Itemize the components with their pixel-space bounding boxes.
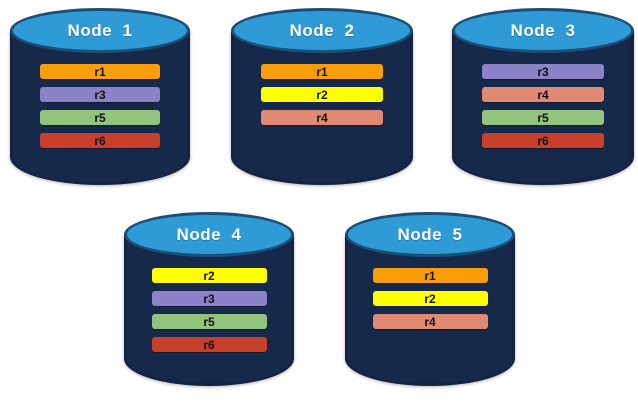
replica-bar-r6[interactable]: r6	[482, 133, 604, 148]
replica-label: r5	[94, 110, 106, 125]
replica-label: r5	[537, 110, 549, 125]
replica-bar-r2[interactable]: r2	[151, 268, 267, 283]
node-3-top-disc: Node 3	[452, 8, 634, 53]
node-4-replica-list: r2 r3 r5 r6	[124, 268, 294, 352]
node-5-replica-list: r1 r2 r4	[345, 268, 515, 329]
replica-label: r6	[203, 337, 215, 352]
replica-label: r4	[424, 314, 436, 329]
node-3-body	[452, 30, 634, 185]
replica-label: r3	[537, 64, 549, 79]
replica-bar-r2[interactable]: r2	[261, 87, 383, 102]
node-2-title: Node 2	[289, 20, 355, 40]
replica-label: r5	[203, 314, 215, 329]
replica-label: r6	[94, 133, 106, 148]
replica-label: r2	[424, 291, 436, 306]
replica-bar-r1[interactable]: r1	[40, 64, 160, 79]
node-5-body	[345, 234, 515, 386]
node-4-title: Node 4	[176, 224, 242, 244]
node-5-top-disc: Node 5	[345, 212, 515, 257]
replica-bar-r4[interactable]: r4	[482, 87, 604, 102]
node-4-top-disc: Node 4	[124, 212, 294, 257]
replica-bar-r6[interactable]: r6	[40, 133, 160, 148]
node-2-top-disc: Node 2	[231, 8, 413, 53]
replica-bar-r5[interactable]: r5	[151, 314, 267, 329]
replica-label: r4	[316, 110, 328, 125]
replica-label: r3	[94, 87, 106, 102]
replica-bar-r2[interactable]: r2	[372, 291, 488, 306]
replica-label: r1	[316, 64, 328, 79]
replica-label: r4	[537, 87, 549, 102]
replica-label: r1	[94, 64, 106, 79]
replica-bar-r1[interactable]: r1	[261, 64, 383, 79]
replica-label: r2	[203, 268, 215, 283]
replica-bar-r3[interactable]: r3	[40, 87, 160, 102]
replica-label: r1	[424, 268, 436, 283]
replica-label: r2	[316, 87, 328, 102]
node-4[interactable]: r2 r3 r5 r6 Node 4	[124, 212, 294, 386]
replica-label: r6	[537, 133, 549, 148]
replica-bar-r4[interactable]: r4	[261, 110, 383, 125]
node-2-replica-list: r1 r2 r4	[231, 64, 413, 125]
node-5-title: Node 5	[397, 224, 463, 244]
node-3[interactable]: r3 r4 r5 r6 Node 3	[452, 8, 634, 185]
replica-bar-r5[interactable]: r5	[482, 110, 604, 125]
replica-bar-r4[interactable]: r4	[372, 314, 488, 329]
node-3-replica-list: r3 r4 r5 r6	[452, 64, 634, 148]
replica-label: r3	[203, 291, 215, 306]
replica-bar-r3[interactable]: r3	[151, 291, 267, 306]
node-4-body	[124, 234, 294, 386]
node-2-body	[231, 30, 413, 185]
node-1[interactable]: r1 r3 r5 r6 Node 1	[10, 8, 190, 185]
node-5[interactable]: r1 r2 r4 Node 5	[345, 212, 515, 386]
node-2[interactable]: r1 r2 r4 Node 2	[231, 8, 413, 185]
replica-bar-r3[interactable]: r3	[482, 64, 604, 79]
node-1-replica-list: r1 r3 r5 r6	[10, 64, 190, 148]
node-1-title: Node 1	[67, 20, 133, 40]
node-1-top-disc: Node 1	[10, 8, 190, 53]
replica-bar-r1[interactable]: r1	[372, 268, 488, 283]
replica-bar-r6[interactable]: r6	[151, 337, 267, 352]
replica-bar-r5[interactable]: r5	[40, 110, 160, 125]
node-3-title: Node 3	[510, 20, 576, 40]
